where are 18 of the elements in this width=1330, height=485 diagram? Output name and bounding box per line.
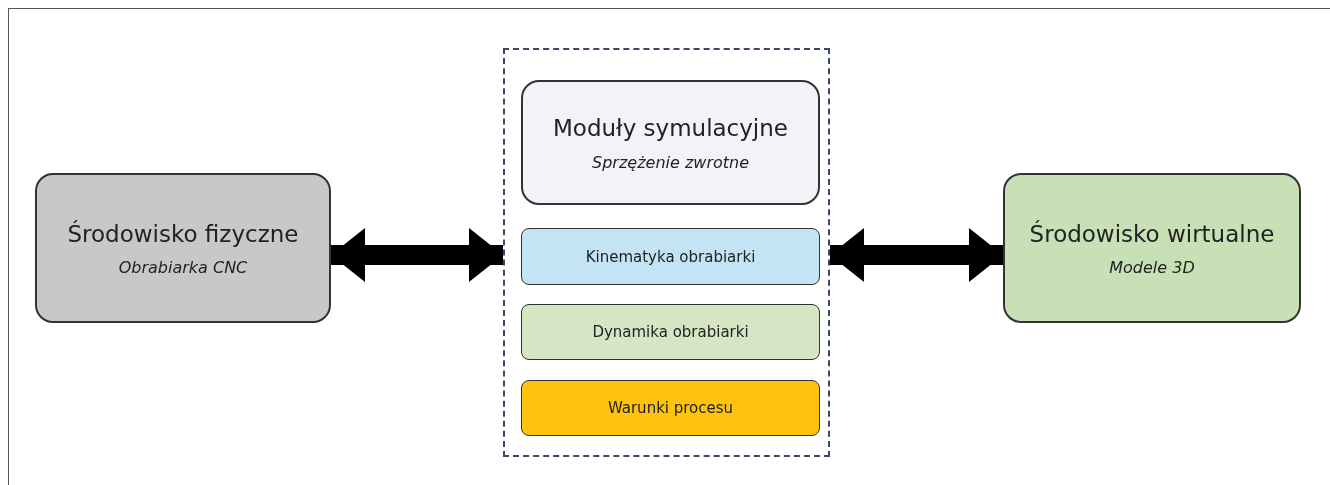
- box-subtitle: Obrabiarka CNC: [118, 258, 248, 277]
- box-title: Warunki procesu: [607, 399, 734, 417]
- process-box: [521, 304, 820, 360]
- box-title: Środowisko wirtualne: [1029, 219, 1275, 249]
- box-title: Dynamika obrabiarki: [592, 323, 749, 341]
- box-title: Kinematyka obrabiarki: [585, 247, 756, 266]
- process-box: [35, 173, 331, 323]
- process-box: [521, 80, 820, 205]
- process-box: [1003, 173, 1301, 323]
- box-title: Środowisko fizyczne: [67, 219, 299, 249]
- process-box: [521, 380, 820, 436]
- box-subtitle: Modele 3D: [1109, 258, 1195, 277]
- double-arrow: [331, 228, 503, 282]
- box-title: Moduły symulacyjne: [553, 114, 788, 144]
- double-arrow: [830, 228, 1003, 282]
- dashed-group-frame: [503, 48, 830, 457]
- process-box: [521, 228, 820, 285]
- box-subtitle: Sprzężenie zwrotne: [592, 152, 749, 172]
